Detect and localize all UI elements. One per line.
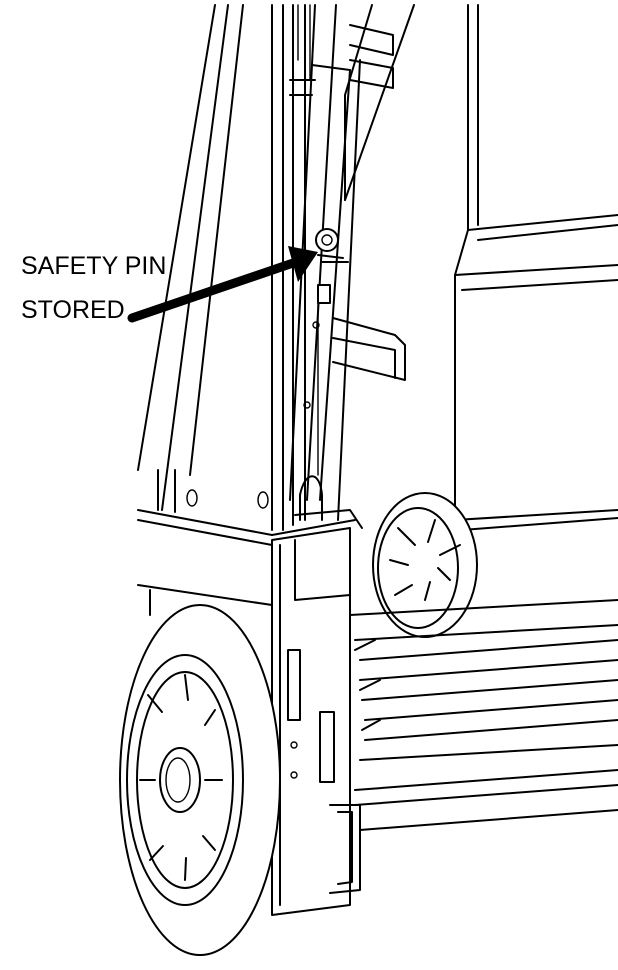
callout-arrow bbox=[127, 246, 318, 323]
pulley-disc bbox=[372, 492, 478, 638]
wheel bbox=[119, 604, 281, 956]
handle-bar bbox=[329, 804, 361, 894]
side-bracket bbox=[332, 317, 406, 381]
leg-plate bbox=[271, 475, 363, 916]
callout-label-line-1: SAFETY PIN bbox=[21, 252, 167, 280]
safety-pin bbox=[303, 228, 349, 476]
left-rails bbox=[137, 584, 273, 616]
fork-tines bbox=[349, 599, 618, 831]
callout-label-line-2: STORED bbox=[21, 296, 125, 324]
upper-bracket bbox=[289, 24, 394, 96]
boom-slanted bbox=[137, 4, 244, 511]
right-frame bbox=[454, 4, 618, 531]
base-plate bbox=[137, 469, 356, 546]
lift-arm bbox=[289, 4, 415, 521]
